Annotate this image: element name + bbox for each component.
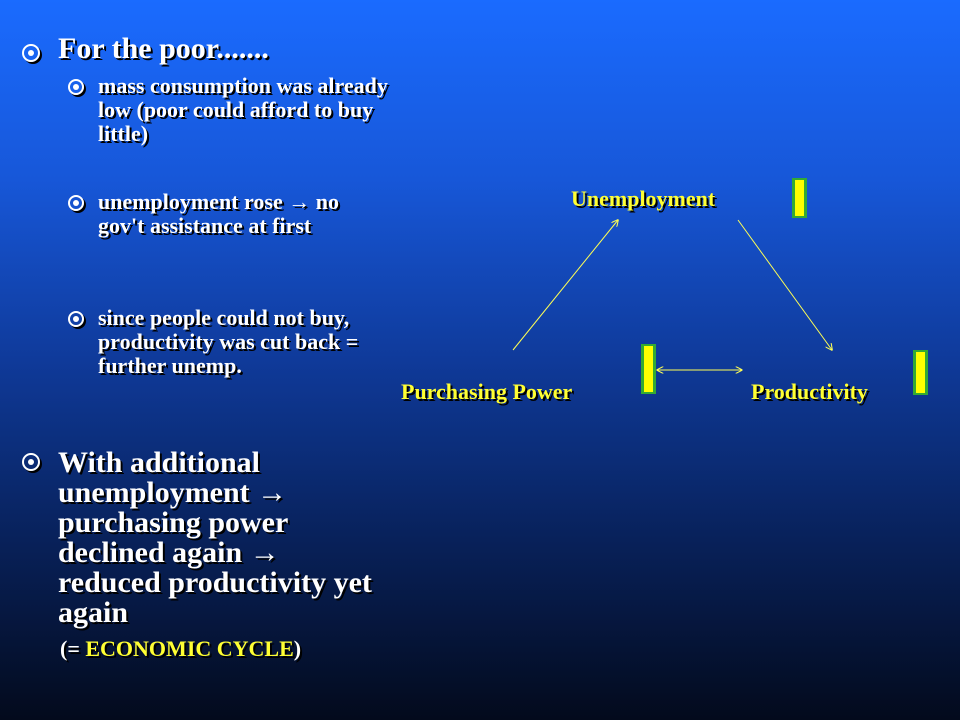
node-unemployment: Unemployment <box>571 186 716 211</box>
node-productivity: Productivity <box>751 379 868 404</box>
economic-cycle-note: (= ECONOMIC CYCLE) <box>60 636 301 662</box>
bullet-icon <box>22 44 40 62</box>
main-point-additional-unemployment: With additional unemployment → purchasin… <box>58 446 372 629</box>
up-arrow-icon <box>792 178 807 218</box>
arrow-unemployment-to-productivity <box>737 219 832 350</box>
down-arrow-icon <box>641 344 656 394</box>
cycle-close-paren: ) <box>293 636 302 661</box>
cycle-open-paren: (= <box>60 636 86 661</box>
heading-for-the-poor: For the poor....... <box>58 32 269 65</box>
bullet-icon <box>68 311 84 327</box>
cycle-label: ECONOMIC CYCLE <box>85 636 294 661</box>
arrow-purchasing-to-unemployment <box>512 220 618 351</box>
node-purchasing-power: Purchasing Power <box>401 379 573 404</box>
bullet-icon <box>68 79 84 95</box>
sub-point-productivity-cut: since people could not buy, productivity… <box>98 305 359 378</box>
sub-point-unemployment-rose: unemployment rose → no gov't assistance … <box>98 189 339 238</box>
down-arrow-icon <box>913 350 928 395</box>
sub-point-mass-consumption: mass consumption was already low (poor c… <box>98 73 388 146</box>
bullet-icon <box>22 453 40 471</box>
bullet-icon <box>68 195 84 211</box>
